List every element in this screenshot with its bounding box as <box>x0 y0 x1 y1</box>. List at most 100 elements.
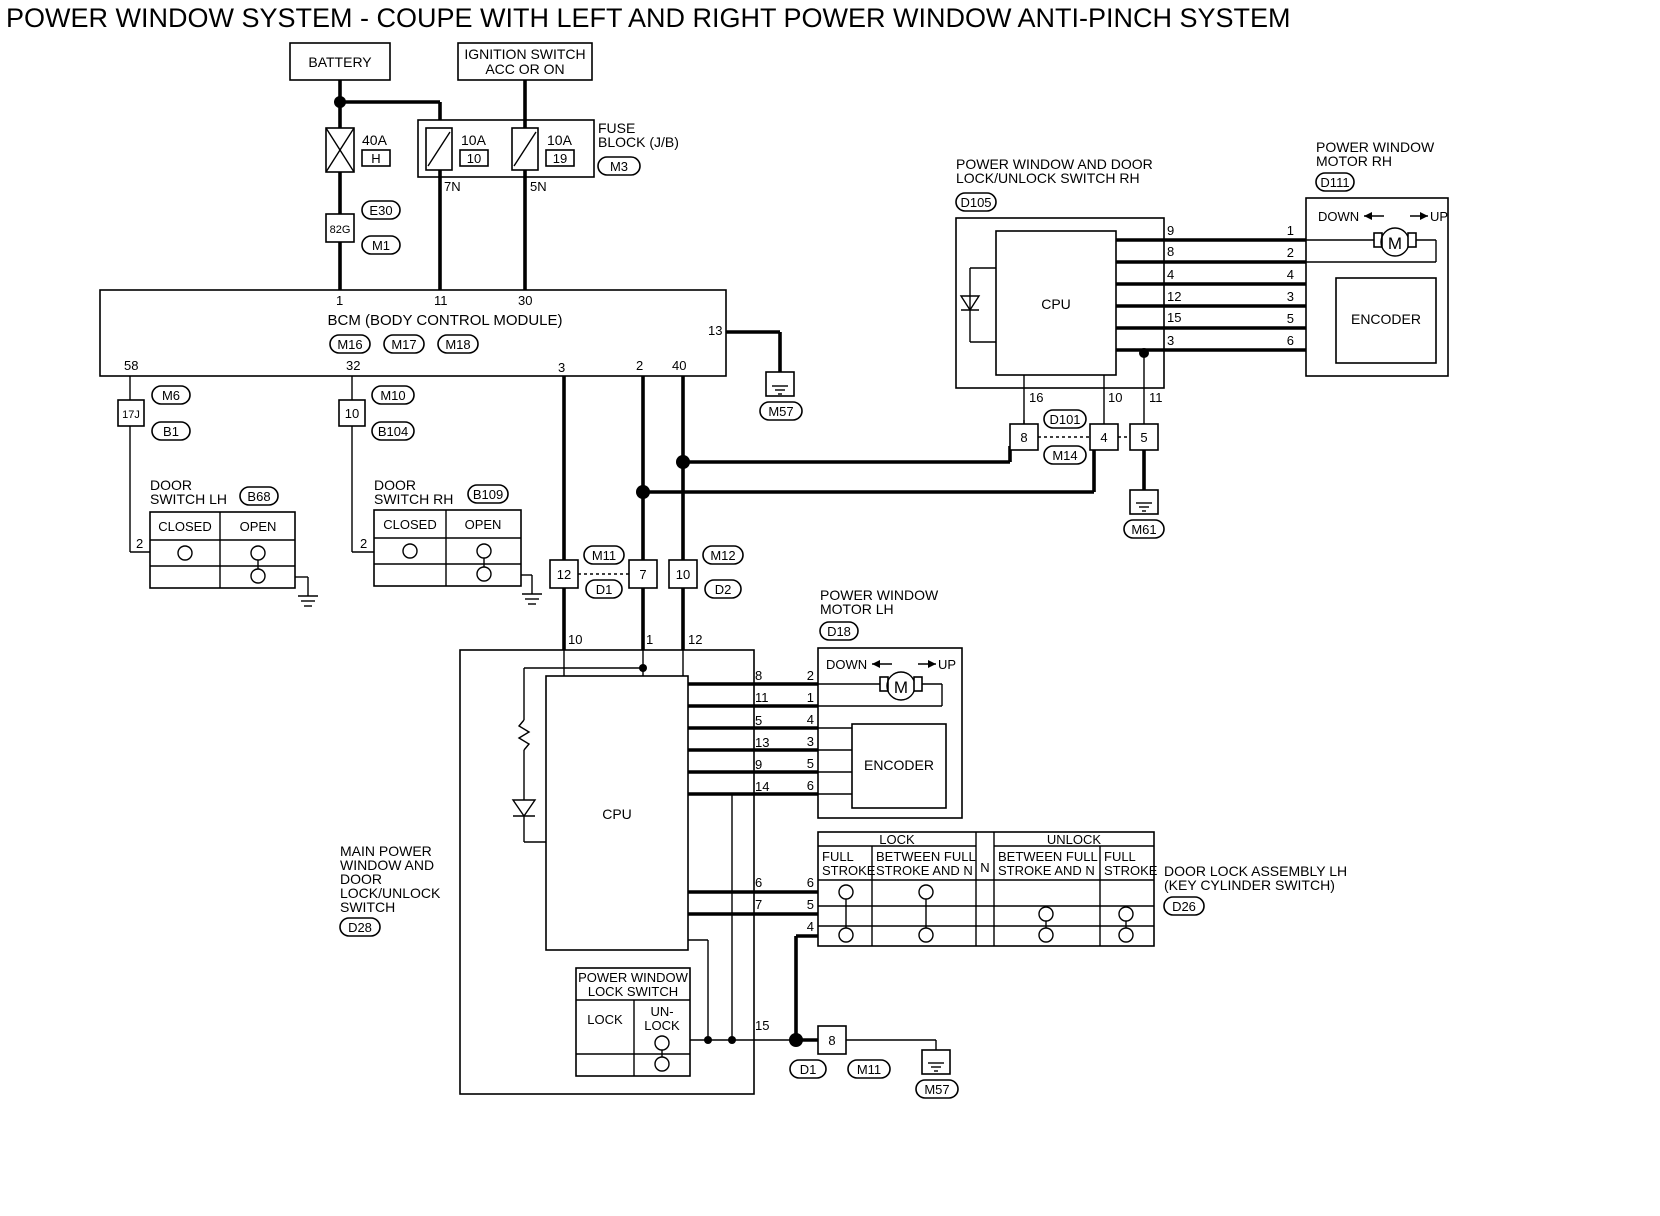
ground-conn-b: M11 <box>857 1062 881 1077</box>
motor-lh-pin-3: 3 <box>807 734 814 749</box>
motor-rh-down: DOWN <box>1318 209 1359 224</box>
switch-rh-pin-16: 16 <box>1029 390 1043 405</box>
ignition-label-1: IGNITION SWITCH <box>464 46 585 62</box>
motor-rh-up: UP <box>1430 209 1448 224</box>
door-lh-inline: 17J <box>122 409 140 421</box>
door-lock-pin-5: 5 <box>807 897 814 912</box>
main-switch-pin-13: 13 <box>755 735 769 750</box>
motor-rh-m: M <box>1388 234 1402 253</box>
fuse1-num: 10 <box>467 151 481 166</box>
switch-rh-pin-9: 9 <box>1167 223 1174 238</box>
main-switch-label-1: MAIN POWER <box>340 843 432 859</box>
main-switch-pin-14: 14 <box>755 779 769 794</box>
connector-82g-label: 82G <box>330 224 351 236</box>
motor-lh-conn: D18 <box>827 624 851 639</box>
bcm-ground-conn: M57 <box>768 404 793 419</box>
door-lh-conn-a: M6 <box>162 388 180 403</box>
motor-lh-label-1: POWER WINDOW <box>820 587 939 603</box>
bcm-conn-m16: M16 <box>337 337 362 352</box>
bcm-pin-30: 30 <box>518 293 532 308</box>
motor-rh-label-2: MOTOR RH <box>1316 153 1392 169</box>
main-switch-pin-7: 7 <box>755 897 762 912</box>
inline-pin-10: 10 <box>676 567 690 582</box>
motor-lh-label-2: MOTOR LH <box>820 601 894 617</box>
door-lh-table <box>149 511 296 589</box>
ignition-label-2: ACC OR ON <box>485 61 564 77</box>
motor-lh-pin-1: 1 <box>807 690 814 705</box>
door-rh-closed: CLOSED <box>383 517 436 532</box>
main-switch-pin-6: 6 <box>755 875 762 890</box>
inline-conn-m11: M11 <box>592 548 616 563</box>
door-lock-between-a1: BETWEEN FULL <box>876 849 976 864</box>
switch-rh-pin-4: 4 <box>1167 267 1174 282</box>
bcm-pin-11: 11 <box>434 293 448 308</box>
conn-m1-label: M1 <box>372 238 390 253</box>
main-switch-label-4: LOCK/UNLOCK <box>340 885 441 901</box>
battery-label: BATTERY <box>308 54 372 70</box>
bcm-pin-13: 13 <box>708 323 722 338</box>
door-lh-label-1: DOOR <box>150 477 192 493</box>
door-lock-between-b1: BETWEEN FULL <box>998 849 1098 864</box>
door-lock-pin-4: 4 <box>807 919 814 934</box>
motor-lh-encoder <box>851 723 947 809</box>
motor-lh-encoder-label: ENCODER <box>864 757 934 773</box>
bcm-pin-40: 40 <box>672 358 686 373</box>
door-lh-conn-b: B1 <box>163 424 179 439</box>
door-lock-full-b1: FULL <box>1104 849 1136 864</box>
door-lh-closed: CLOSED <box>158 519 211 534</box>
ground-conn: M57 <box>924 1082 949 1097</box>
bcm-pin-2: 2 <box>636 358 643 373</box>
inline-conn-d1: D1 <box>596 582 613 597</box>
door-lh-conn: B68 <box>247 489 270 504</box>
bcm-pin-58: 58 <box>124 358 138 373</box>
switch-rh-pin-15: 15 <box>1167 310 1181 325</box>
switch-rh-pin-8: 8 <box>1167 244 1174 259</box>
main-switch-pin-5: 5 <box>755 713 762 728</box>
main-switch-pin-1: 1 <box>646 632 653 647</box>
door-lock-lock: LOCK <box>879 832 915 847</box>
lock-switch-label-1: POWER WINDOW <box>578 970 688 985</box>
switch-rh-pin-11: 11 <box>1149 390 1163 405</box>
door-lh-label-2: SWITCH LH <box>150 491 227 507</box>
switch-rh-inline-conn-b: M14 <box>1052 448 1077 463</box>
switch-rh-label-1: POWER WINDOW AND DOOR <box>956 156 1153 172</box>
diagram-title: POWER WINDOW SYSTEM - COUPE WITH LEFT AN… <box>6 3 1291 33</box>
battery-box <box>289 42 391 81</box>
main-switch-pin-15: 15 <box>755 1018 769 1033</box>
door-lock-between-b2: STROKE AND N <box>998 863 1095 878</box>
door-rh-table <box>373 509 522 587</box>
term-5n: 5N <box>530 179 547 194</box>
door-lock-label-1: DOOR LOCK ASSEMBLY LH <box>1164 863 1347 879</box>
door-lock-full-a1: FULL <box>822 849 854 864</box>
switch-rh-ground: M61 <box>1131 522 1156 537</box>
main-switch-label-2: WINDOW AND <box>340 857 434 873</box>
ground-inline-pin: 8 <box>828 1033 835 1048</box>
bcm-conn-m17: M17 <box>391 337 416 352</box>
door-lock-table <box>817 831 1155 947</box>
fuse-main-amp: 40A <box>362 132 388 148</box>
motor-rh-encoder <box>1335 277 1437 364</box>
motor-rh-conn: D111 <box>1320 175 1349 190</box>
ignition-switch-box <box>457 42 593 81</box>
bcm-box <box>99 289 727 377</box>
switch-rh-inline-4: 4 <box>1100 430 1107 445</box>
main-switch-cpu <box>545 675 689 951</box>
switch-rh-inline-5: 5 <box>1140 430 1147 445</box>
lock-switch-unlock-2: LOCK <box>644 1018 680 1033</box>
switch-rh-pin-12: 12 <box>1167 289 1181 304</box>
main-switch-pin-12: 12 <box>688 632 702 647</box>
door-rh-open: OPEN <box>465 517 502 532</box>
motor-rh-pin-3: 3 <box>1287 289 1294 304</box>
term-7n: 7N <box>444 179 461 194</box>
main-switch-pin-8: 8 <box>755 668 762 683</box>
door-lh-open: OPEN <box>240 519 277 534</box>
motor-lh-pin-6: 6 <box>807 778 814 793</box>
lock-switch-lock: LOCK <box>587 1012 623 1027</box>
door-lock-conn: D26 <box>1172 899 1196 914</box>
motor-rh-pin-6: 6 <box>1287 333 1294 348</box>
bcm-pin-1: 1 <box>336 293 343 308</box>
fuse2-amp: 10A <box>547 132 573 148</box>
fuse-block-conn: M3 <box>610 159 628 174</box>
